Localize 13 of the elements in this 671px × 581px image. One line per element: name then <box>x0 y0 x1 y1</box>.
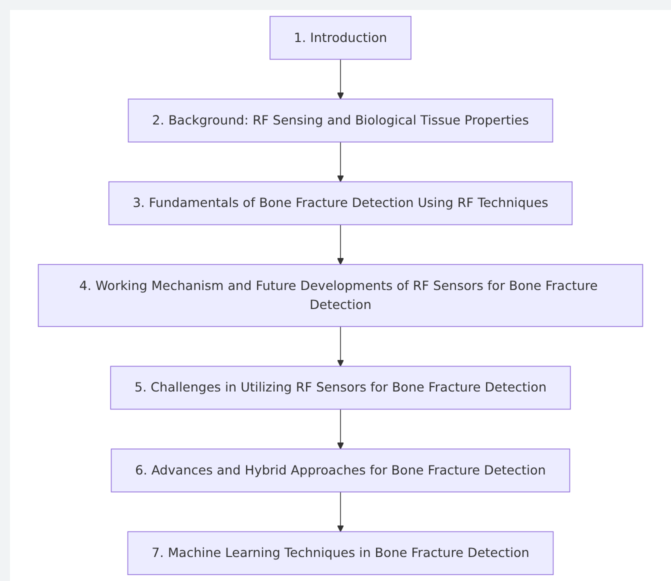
arrow <box>337 408 344 450</box>
node-box: 5. Challenges in Utilizing RF Sensors for Bone Fracture Detection <box>110 366 571 410</box>
arrow <box>337 58 344 100</box>
node-box: 3. Fundamentals of Bone Fracture Detection Using RF Techniques <box>108 181 573 226</box>
arrow <box>337 224 344 265</box>
node-box: 6. Advances and Hybrid Approaches for Bone Fracture Detection <box>110 448 570 492</box>
node-box: 2. Background: RF Sensing and Biological Tissue Properties <box>128 98 554 142</box>
node-box: 4. Working Mechanism and Future Developments of RF Sensors for Bone Fracture Detection <box>38 264 644 327</box>
node-box: 1. Introduction <box>270 16 412 60</box>
arrow <box>337 492 344 532</box>
arrow <box>337 142 344 182</box>
node-box: 7. Machine Learning Techniques in Bone Fracture Detection <box>127 531 554 576</box>
arrow <box>337 326 344 367</box>
